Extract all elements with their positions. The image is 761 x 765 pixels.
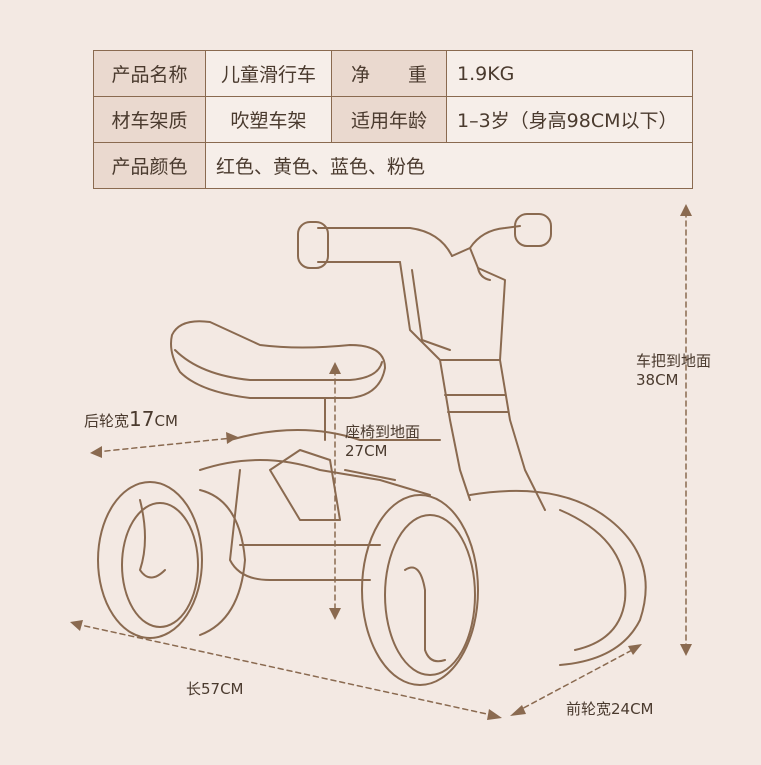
spec-row-colors: 产品颜色 红色、黄色、蓝色、粉色	[93, 142, 693, 189]
handle-height-value: 38CM	[636, 371, 679, 389]
rear-wheel-width-unit: CM	[154, 412, 178, 430]
spec-key-age: 适用年龄	[331, 96, 447, 143]
spec-value-material: 吹塑车架	[205, 96, 332, 143]
spec-value-colors: 红色、黄色、蓝色、粉色	[205, 142, 693, 189]
rear-wheel-icon	[97, 481, 246, 639]
spec-row-name-weight: 产品名称 儿童滑行车 净 重 1.9KG	[93, 50, 693, 97]
spec-table: 产品名称 儿童滑行车 净 重 1.9KG 材车架质 吹塑车架 适用年龄 1–3岁…	[93, 50, 693, 189]
seat-height-value: 27CM	[345, 442, 388, 460]
handle-height-label: 车把到地面 38CM	[636, 352, 711, 390]
seat-height-caption: 座椅到地面	[345, 423, 421, 441]
rear-wheel-width-prefix: 后轮宽	[84, 412, 130, 430]
spec-row-material-age: 材车架质 吹塑车架 适用年龄 1–3岁（身高98CM以下）	[93, 96, 693, 143]
handle-height-caption: 车把到地面	[636, 352, 712, 370]
dimension-arrowheads	[70, 204, 692, 720]
handlebar-icon	[297, 213, 552, 281]
front-wheel-width-label: 前轮宽24CM	[566, 700, 654, 718]
seat-icon	[170, 320, 386, 441]
spec-key-product-name: 产品名称	[93, 50, 206, 97]
spec-key-material: 材车架质	[93, 96, 206, 143]
seat-height-label: 座椅到地面 27CM	[345, 423, 420, 461]
length-label: 长57CM	[186, 680, 244, 698]
rear-wheel-width-label: 后轮宽17CM	[84, 407, 178, 431]
bike-frame-icon	[199, 261, 546, 581]
spec-value-age: 1–3岁（身高98CM以下）	[446, 96, 693, 143]
front-wheel-icon	[361, 489, 647, 686]
spec-value-weight: 1.9KG	[446, 50, 693, 97]
spec-key-colors: 产品颜色	[93, 142, 206, 189]
dimension-arrow	[75, 211, 687, 717]
rear-wheel-width-number: 17	[129, 407, 155, 431]
